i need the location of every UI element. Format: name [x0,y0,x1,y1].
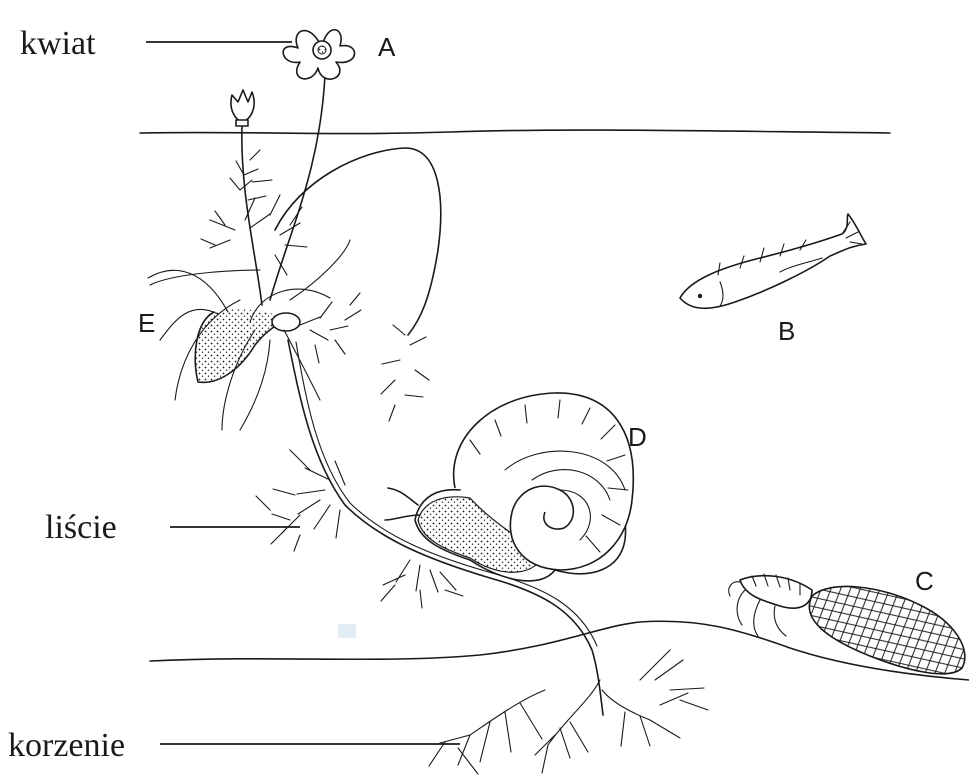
leaves-label: liście [45,509,117,546]
plant [150,75,708,774]
plant-roots [429,650,708,774]
letter-c: C [915,566,934,596]
water-surface [140,130,890,134]
letter-a: A [378,32,396,62]
letter-e: E [138,308,155,338]
faint-mark [338,624,356,638]
letter-b: B [778,316,795,346]
organism-d-snail [385,393,633,581]
upper-leaves [201,150,429,421]
roots-label: korzenie [8,727,125,764]
organism-b-fish [680,214,866,308]
flower-a [283,30,354,79]
flower-label: kwiat [20,25,96,62]
letter-d: D [628,422,647,452]
flower-bud [231,90,254,126]
